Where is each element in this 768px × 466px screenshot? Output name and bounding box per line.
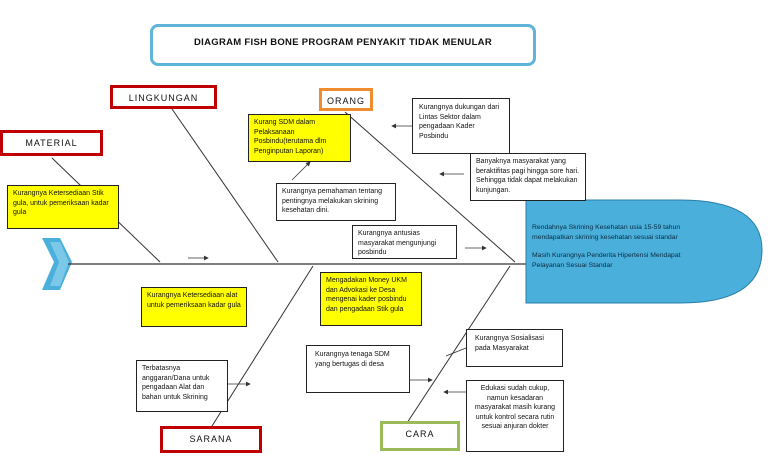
cause-cara-tenaga: Kurangnya tenaga SDM yang bertugas di de… xyxy=(306,345,410,393)
cause-orang-masyarakat: Banyaknya masyarakat yang beraktifitas p… xyxy=(470,153,586,201)
category-lingkungan: LINGKUNGAN xyxy=(110,85,217,109)
bone-lingkungan xyxy=(171,108,279,263)
category-material: MATERIAL xyxy=(0,130,103,156)
cause-cara-edukasi: Edukasi sudah cukup, namun kesadaran mas… xyxy=(466,380,564,452)
cause-orang-antusias: Kurangnya antusias masyarakat mengunjung… xyxy=(352,225,457,259)
effect-line-1: Rendahnya Skrining Kesehatan usia 15-59 … xyxy=(532,224,681,241)
bone-orang xyxy=(344,111,516,263)
diagram-title: DIAGRAM FISH BONE PROGRAM PENYAKIT TIDAK… xyxy=(150,24,536,66)
cause-material-stik: Kurangnya Ketersediaan Stik gula, untuk … xyxy=(7,185,119,229)
bone-sarana xyxy=(211,265,314,427)
category-sarana: SARANA xyxy=(160,426,262,453)
fish-tail-highlight xyxy=(50,242,69,286)
cause-orang-dukungan: Kurangnya dukungan dari Lintas Sektor da… xyxy=(412,98,510,154)
bone-cara xyxy=(404,265,511,427)
cause-cara-advokasi: Mengadakan Money UKM dan Advokasi ke Des… xyxy=(320,272,422,326)
category-orang: ORANG xyxy=(319,88,373,111)
fish-tail xyxy=(42,238,72,290)
effect-line-2: Masih Kurangnya Penderita Hipertensi Men… xyxy=(532,252,681,269)
category-cara: CARA xyxy=(380,421,460,451)
cause-orang-sdm: Kurang SDM dalam Pelaksanaan Posbindu(te… xyxy=(248,114,351,162)
arrow-sosialisasi xyxy=(445,347,467,357)
arrow-pemahaman xyxy=(291,161,311,181)
cause-cara-sosialisasi: Kurangnya Sosialisasi pada Masyarakat xyxy=(466,329,563,367)
cause-orang-pemahaman: Kurangnya pemahaman tentang pentingnya m… xyxy=(276,183,396,221)
fish-head xyxy=(525,199,763,304)
cause-sarana-alat: Kurangnya Ketersediaan alat untuk pemeri… xyxy=(141,287,247,327)
cause-sarana-anggaran: Terbatasnya anggaran/Dana untuk pengadaa… xyxy=(136,360,228,412)
